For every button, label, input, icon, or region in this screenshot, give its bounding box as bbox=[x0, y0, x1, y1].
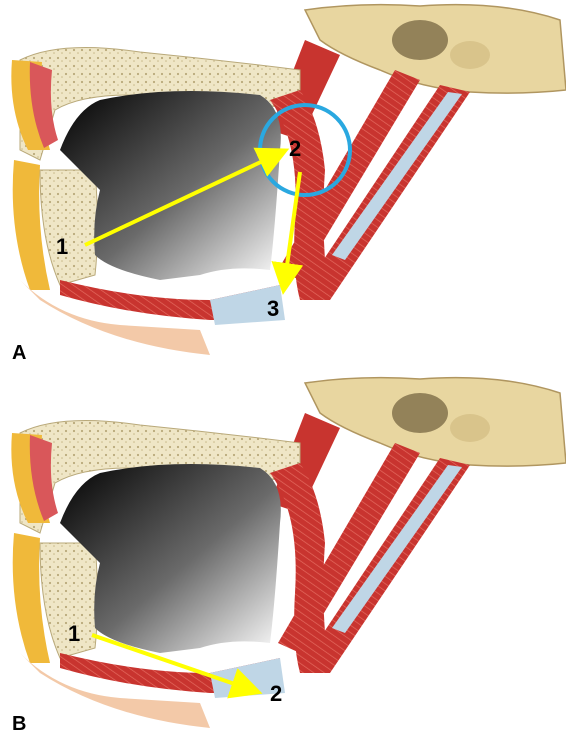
point-3-label: 3 bbox=[267, 298, 279, 320]
panel-letter-b: B bbox=[12, 713, 26, 736]
skull-orbit bbox=[392, 20, 448, 60]
panel-a: 1 2 3 A bbox=[0, 0, 566, 372]
point-2-label: 2 bbox=[270, 683, 282, 705]
skull-foramen bbox=[450, 41, 490, 69]
panel-letter-a: A bbox=[12, 342, 26, 365]
point-1-label: 1 bbox=[68, 623, 80, 645]
mandible-a bbox=[40, 170, 98, 285]
point-1-label: 1 bbox=[56, 236, 68, 258]
panel-b: 1 2 B bbox=[0, 373, 566, 745]
point-2-label: 2 bbox=[289, 138, 301, 160]
anatomy-illustration-a bbox=[0, 0, 566, 372]
skull-foramen bbox=[450, 414, 490, 442]
anatomy-illustration-b bbox=[0, 373, 566, 745]
skull-orbit bbox=[392, 393, 448, 433]
